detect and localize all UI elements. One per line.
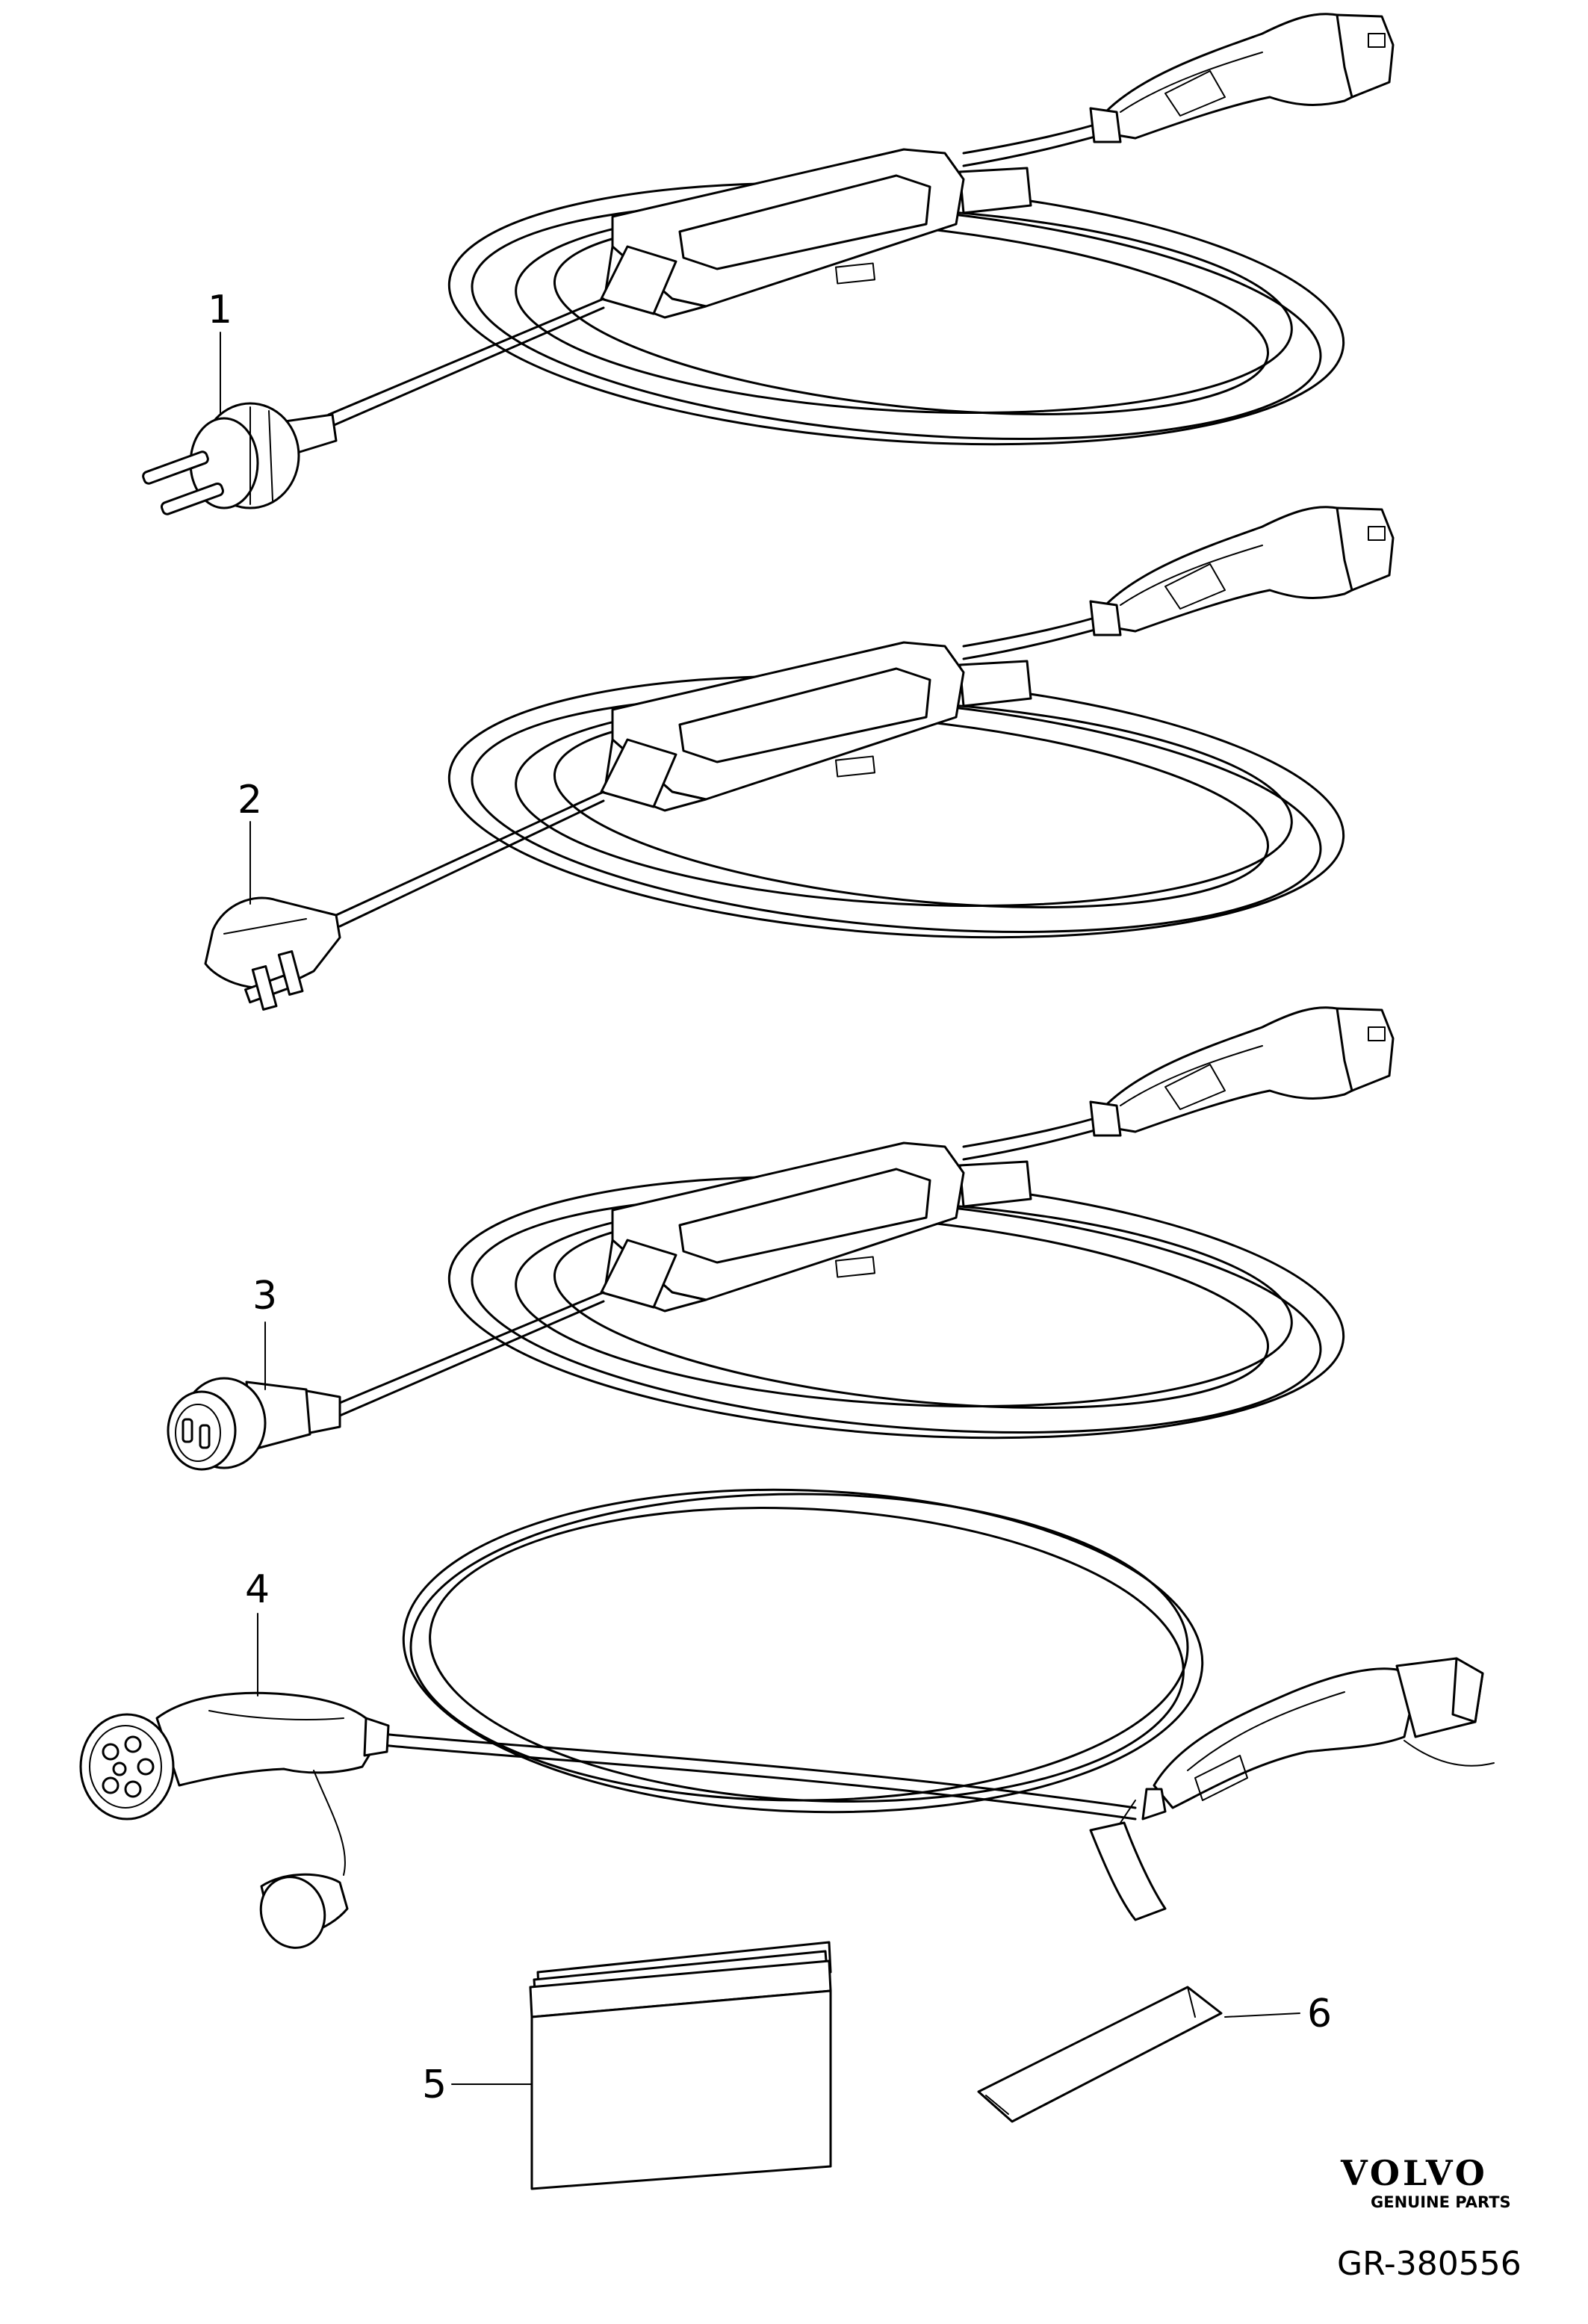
cable-assembly-2: 2 <box>204 506 1395 1011</box>
callout-label-1: 1 <box>208 288 232 332</box>
mains-cable-3 <box>335 1291 605 1406</box>
velcro-strap-icon: 6 <box>977 1986 1332 2123</box>
callout-label-3: 3 <box>252 1274 277 1319</box>
cable-assembly-1: 1 <box>142 13 1395 515</box>
cable-assembly-3: 3 <box>167 1006 1395 1471</box>
callout-label-5: 5 <box>422 2063 447 2107</box>
callout-label-2: 2 <box>238 778 262 822</box>
uk-plug-icon <box>204 896 341 1011</box>
mains-cable-1 <box>327 297 605 416</box>
manual-booklet-icon: 5 <box>422 1941 832 2190</box>
mains-cable-2 <box>335 790 605 917</box>
brand-tagline: GENUINE PARTS <box>1371 2193 1511 2211</box>
cable-assembly-4: 4 <box>79 1488 1495 1949</box>
brand-logo: VOLVO <box>1340 2153 1488 2193</box>
type2-connector-right-icon <box>1120 1657 1495 1823</box>
figure-code: GR-380556 <box>1337 2245 1522 2283</box>
callout-label-6: 6 <box>1307 1992 1332 2036</box>
brand-block: VOLVO GENUINE PARTS GR-380556 <box>1337 2153 1522 2283</box>
type2-connector-left-icon <box>79 1691 390 1949</box>
schuko-plug-icon <box>142 402 338 515</box>
industrial-plug-icon <box>167 1377 341 1471</box>
callout-label-4: 4 <box>245 1567 270 1612</box>
